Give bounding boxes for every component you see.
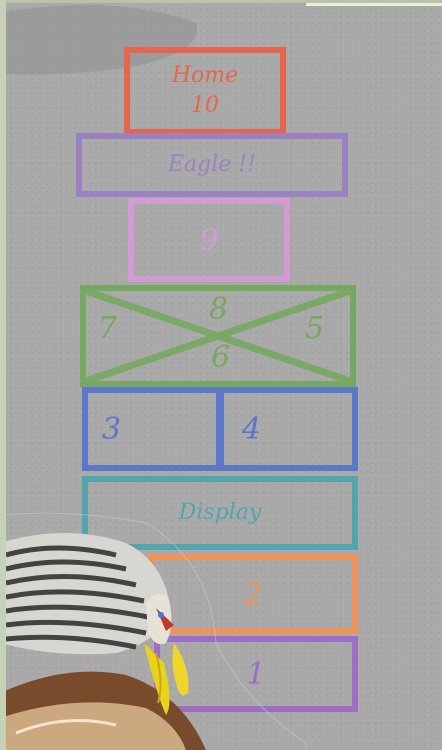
number-4: 4 [242, 412, 261, 447]
square-4: 4 [218, 387, 358, 471]
number-3: 3 [102, 412, 121, 447]
square-3: 3 [82, 387, 222, 471]
square-1: 1 [154, 636, 358, 712]
number-7: 7 [98, 311, 117, 346]
square-2: 2 [148, 554, 358, 634]
display-box: Display [82, 476, 358, 550]
number-2: 2 [243, 577, 262, 612]
number-6: 6 [211, 340, 230, 375]
number-5: 5 [305, 311, 324, 346]
display-label: Display [179, 498, 262, 528]
number-1: 1 [246, 657, 265, 692]
number-8: 8 [209, 292, 228, 327]
chalk-board: Home 10 Eagle !! 9 7 8 5 6 3 4 Display 2… [6, 3, 442, 750]
